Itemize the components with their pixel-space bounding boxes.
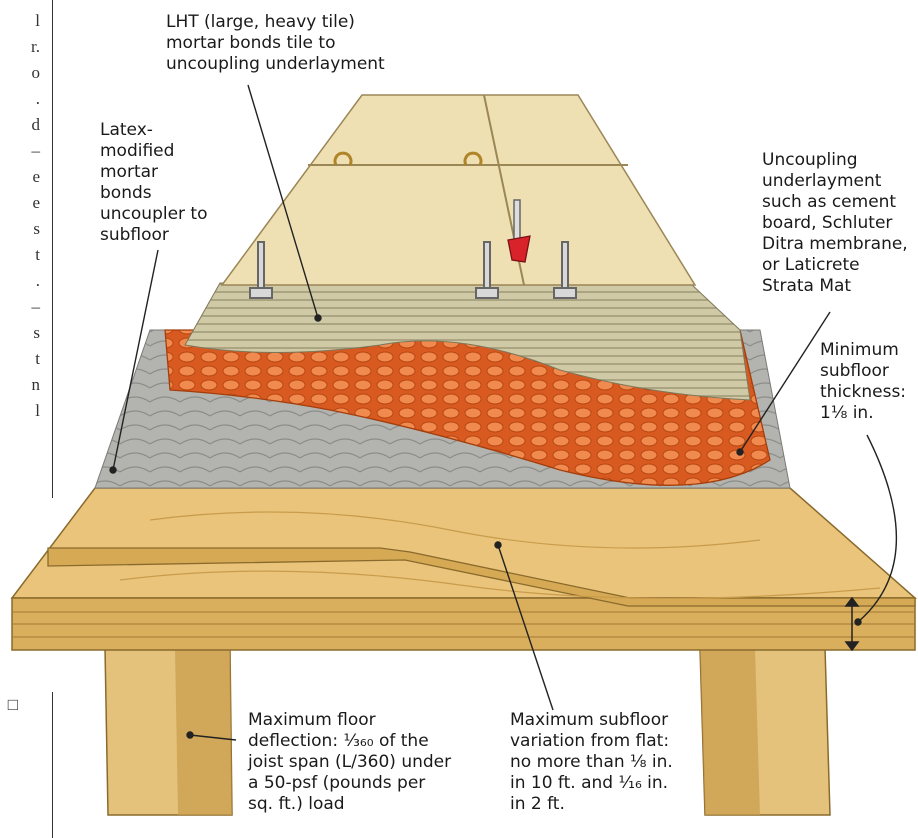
edge-fragment: n [0, 372, 40, 398]
edge-fragment: – [0, 294, 40, 320]
edge-fragment: l [0, 8, 40, 34]
edge-rule-bottom [52, 692, 53, 838]
edge-fragment: t [0, 242, 40, 268]
label-max-floor-deflection: Maximum floor deflection: ¹⁄₃₆₀ of the j… [248, 710, 451, 815]
edge-fragment: t [0, 346, 40, 372]
label-min-subfloor-thickness: Minimum subfloor thickness: 1⅛ in. [820, 340, 906, 424]
edge-rule-top [52, 0, 53, 498]
plywood-subfloor [12, 488, 915, 650]
label-max-subfloor-variation: Maximum subfloor variation from flat: no… [510, 710, 673, 815]
edge-fragment: s [0, 320, 40, 346]
edge-fragment: r. [0, 34, 40, 60]
label-lht-mortar: LHT (large, heavy tile) mortar bonds til… [166, 12, 385, 75]
edge-fragment: . [0, 86, 40, 112]
edge-fragment: d [0, 112, 40, 138]
joist-left [105, 648, 232, 815]
edge-text-column: l r. o . d – e e s t . – s t n l [0, 8, 40, 424]
joist-right [700, 648, 830, 815]
edge-box: □ [0, 692, 18, 718]
label-uncoupling-underlayment: Uncoupling underlayment such as cement b… [762, 150, 908, 297]
tile-field [222, 95, 695, 285]
edge-fragment: – [0, 138, 40, 164]
label-latex-mortar: Latex- modified mortar bonds uncoupler t… [100, 120, 208, 246]
edge-fragment: . [0, 268, 40, 294]
edge-fragment: o [0, 60, 40, 86]
edge-fragment: s [0, 216, 40, 242]
edge-fragment: l [0, 398, 40, 424]
edge-fragment: e [0, 190, 40, 216]
edge-fragment: e [0, 164, 40, 190]
